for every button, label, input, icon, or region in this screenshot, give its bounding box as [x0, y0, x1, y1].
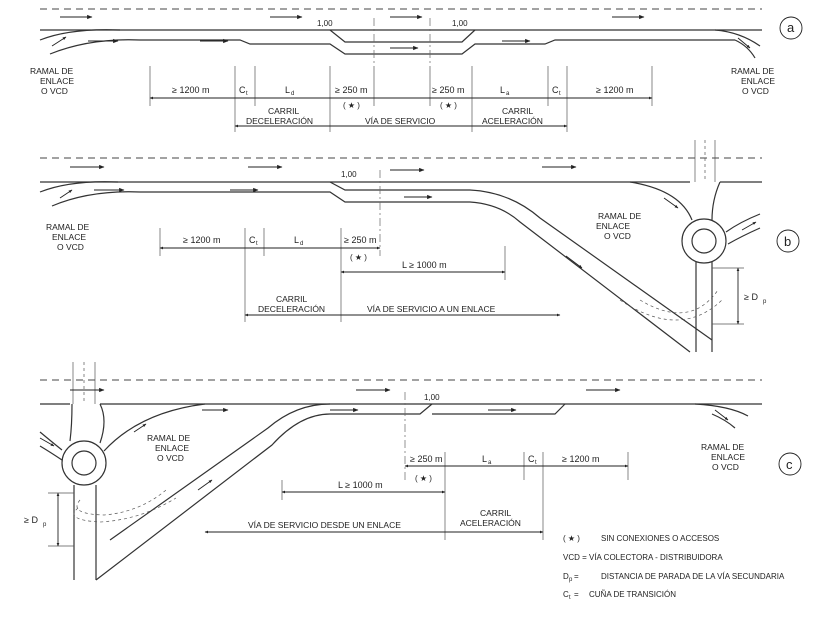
dim-label: ≥ 1200 m	[562, 454, 599, 464]
taper-label: 1,00	[317, 19, 333, 28]
dim-label: ≥ 1200 m	[172, 85, 209, 95]
star-note: ( ★ )	[343, 101, 360, 110]
ramp-label-line: O VCD	[41, 86, 68, 96]
legend-eq: =	[574, 590, 579, 599]
ramp-label-line: ENLACE	[741, 76, 775, 86]
dim-sub: t	[246, 91, 248, 97]
star-note: ( ★ )	[415, 474, 432, 483]
legend-key: D	[563, 572, 569, 581]
dim-label: ≥ 1200 m	[596, 85, 633, 95]
panel-c: 1,00 c RAMAL DE ENLACE O VCD RAMAL DE EN…	[24, 362, 802, 581]
service-label: VÍA DE SERVICIO DESDE UN ENLACE	[248, 520, 401, 530]
panel-b: 1,00 b RAMAL DE ENLACE O VCD RAMAL DE EN…	[39, 140, 800, 353]
legend: ( ★ ) SIN CONEXIONES O ACCESOS VCD = VÍA…	[563, 534, 785, 601]
panel-letter: c	[786, 457, 793, 472]
panel-a: 1,00 1,00 a RAMAL DE ENLACE O VCD RAMAL …	[30, 8, 803, 132]
dim-label: ≥ 250 m	[335, 85, 367, 95]
ramp-label-line: ENLACE	[596, 221, 630, 231]
lane-label: CARRIL	[276, 294, 307, 304]
legend-text: CUÑA DE TRANSICIÓN	[589, 590, 676, 599]
lane-label: ACELERACIÓN	[460, 518, 521, 528]
dim-sub: t	[535, 460, 537, 466]
lane-label: CARRIL	[480, 508, 511, 518]
legend-text: VÍA COLECTORA - DISTRIBUIDORA	[589, 553, 723, 562]
panel-letter: a	[787, 20, 795, 35]
ramp-label-line: RAMAL DE	[731, 66, 774, 76]
dim-label: ≥ 250 m	[344, 235, 376, 245]
ramp-label-line: O VCD	[742, 86, 769, 96]
dim-label: ≥ 1200 m	[183, 235, 220, 245]
dp-sub: p	[43, 522, 47, 528]
dim-label: ≥ 250 m	[432, 85, 464, 95]
lane-label: CARRIL	[268, 106, 299, 116]
legend-key: ( ★ )	[563, 534, 580, 543]
lane-label: DECELERACIÓN	[246, 116, 313, 126]
dp-sub: p	[763, 299, 767, 305]
legend-key: C	[563, 590, 569, 599]
dim-label: C	[249, 235, 256, 245]
dim-sub: t	[256, 241, 258, 247]
taper-label: 1,00	[341, 170, 357, 179]
star-note: ( ★ )	[440, 101, 457, 110]
ramp-label-line: RAMAL DE	[46, 222, 89, 232]
dim-label: C	[239, 85, 246, 95]
dim-sub: d	[300, 241, 303, 247]
dim-label: C	[528, 454, 535, 464]
dim-sub: a	[506, 91, 510, 97]
dim-label: C	[552, 85, 559, 95]
dim-sub: d	[291, 91, 294, 97]
lane-label: CARRIL	[502, 106, 533, 116]
dim-label: L	[500, 85, 505, 95]
lane-label: DECELERACIÓN	[258, 304, 325, 314]
ramp-label-line: O VCD	[157, 453, 184, 463]
legend-text: DISTANCIA DE PARADA DE LA VÍA SECUNDARIA	[601, 572, 785, 581]
dp-label: ≥ D	[744, 292, 758, 302]
legend-sub: t	[569, 595, 571, 601]
ramp-label-line: ENLACE	[711, 452, 745, 462]
dim-sub: t	[559, 91, 561, 97]
dim-sub: a	[488, 460, 492, 466]
legend-key: VCD =	[563, 553, 587, 562]
dp-label: ≥ D	[24, 515, 38, 525]
star-note: ( ★ )	[350, 253, 367, 262]
ramp-label-line: ENLACE	[155, 443, 189, 453]
dim-label: L	[482, 454, 487, 464]
dim-label: L ≥ 1000 m	[338, 480, 383, 490]
ramp-label-line: O VCD	[604, 231, 631, 241]
dim-label: ≥ 250 m	[410, 454, 442, 464]
ramp-label-line: ENLACE	[52, 232, 86, 242]
ramp-label-line: ENLACE	[40, 76, 74, 86]
ramp-label-line: RAMAL DE	[147, 433, 190, 443]
panel-letter: b	[784, 234, 791, 249]
taper-label: 1,00	[452, 19, 468, 28]
dim-label: L ≥ 1000 m	[402, 260, 447, 270]
ramp-label-line: RAMAL DE	[598, 211, 641, 221]
ramp-label-line: RAMAL DE	[701, 442, 744, 452]
service-label: VÍA DE SERVICIO	[365, 116, 436, 126]
legend-sub: p	[569, 577, 573, 583]
taper-label: 1,00	[424, 393, 440, 402]
dim-label: L	[285, 85, 290, 95]
legend-eq: =	[574, 572, 579, 581]
ramp-label-line: RAMAL DE	[30, 66, 73, 76]
legend-text: SIN CONEXIONES O ACCESOS	[601, 534, 719, 543]
service-label: VÍA DE SERVICIO A UN ENLACE	[367, 304, 496, 314]
dim-label: L	[294, 235, 299, 245]
ramp-label-line: O VCD	[712, 462, 739, 472]
ramp-label-line: O VCD	[57, 242, 84, 252]
lane-label: ACELERACIÓN	[482, 116, 543, 126]
